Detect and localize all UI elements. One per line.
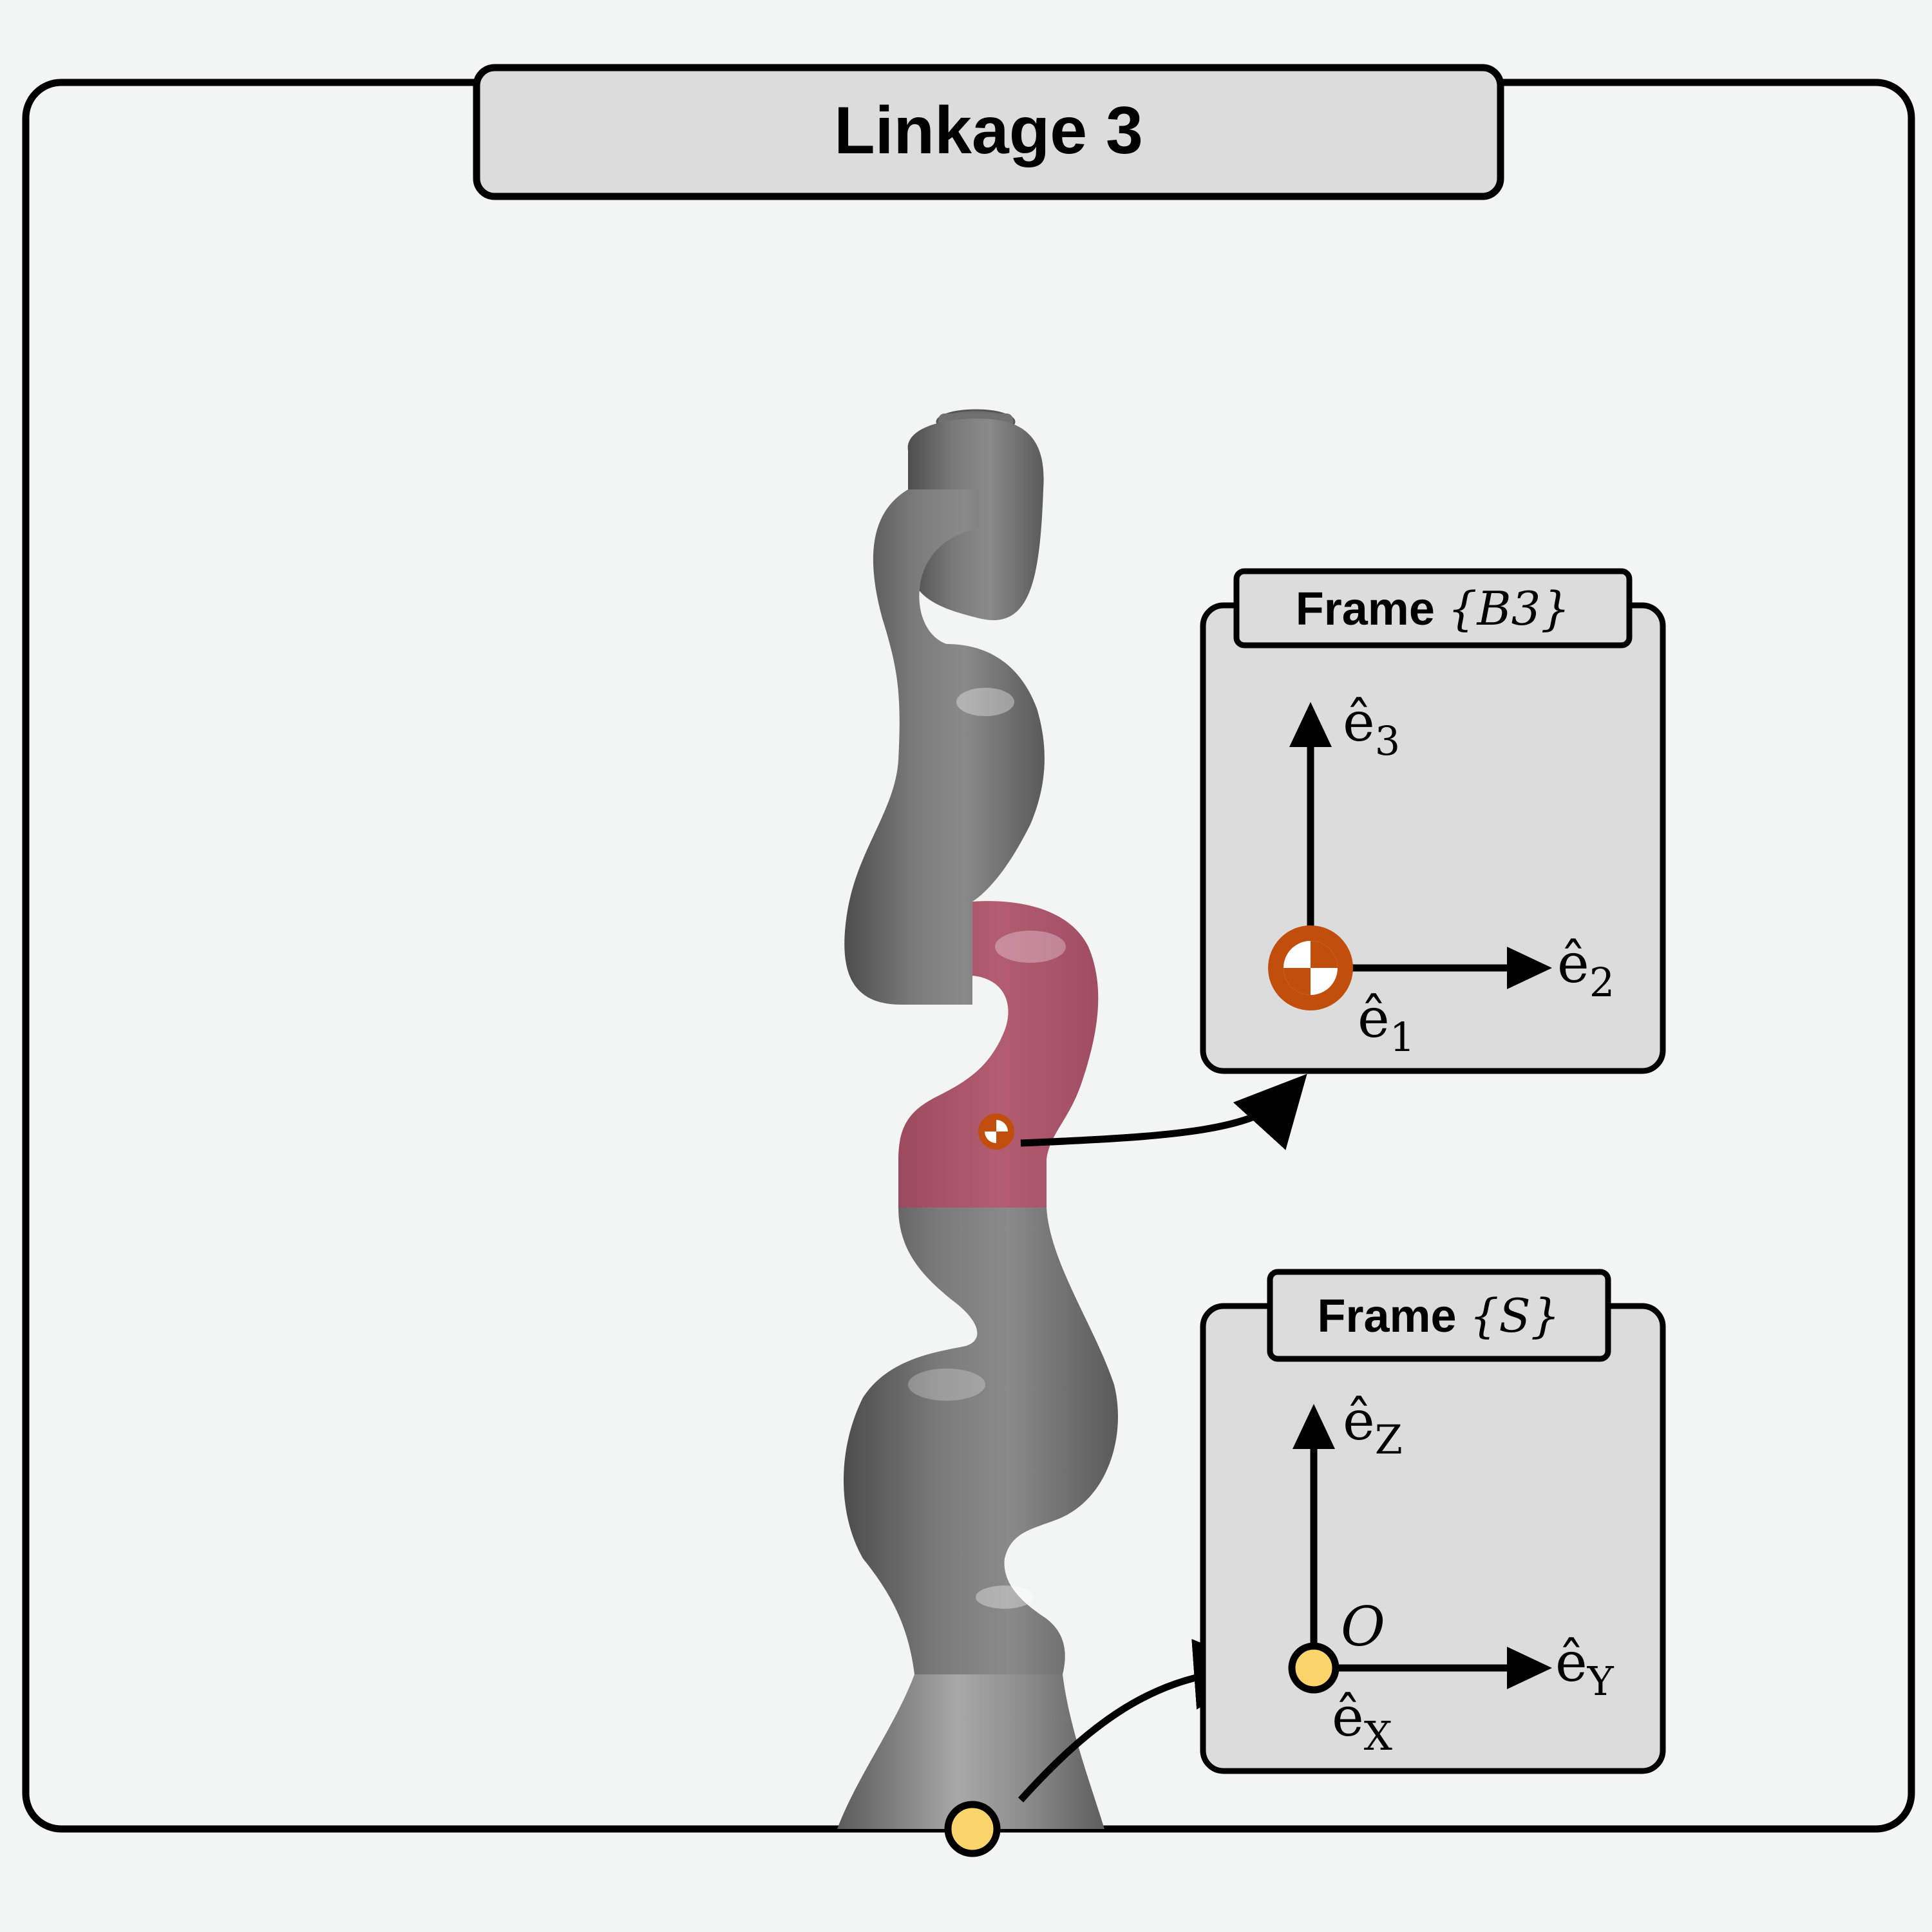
com-callout-arrow: [1020, 1074, 1307, 1150]
axis-ey-label: êY: [1555, 1631, 1615, 1705]
frame-center-of-mass-icon: [1268, 925, 1353, 1010]
center-of-mass-icon: [978, 1113, 1014, 1150]
title-box: Linkage 3: [473, 64, 1504, 200]
origin-marker-icon: [944, 1801, 1001, 1857]
axis-e1-label: ê1: [1358, 987, 1415, 1061]
origin-label: O: [1341, 1595, 1385, 1658]
frame-b3-heading: Frame {B3}: [1296, 582, 1570, 636]
axis-e2-label: ê2: [1557, 932, 1615, 1006]
frame-b3-panel: Frame {B3} ê3 ê2 ê1: [1200, 568, 1666, 1074]
axis-e3-label: ê3: [1343, 690, 1400, 764]
axis-ex-label: êX: [1332, 1685, 1392, 1759]
frame-s-heading: Frame {S}: [1317, 1289, 1560, 1343]
frame-origin-icon: [1288, 1642, 1340, 1694]
title-text: Linkage 3: [834, 93, 1143, 168]
linkage-3-highlight: [898, 901, 1099, 1208]
axis-ez-label: êZ: [1343, 1389, 1403, 1463]
robot-arm: [837, 409, 1118, 1829]
frame-s-panel: Frame {S} êZ êY êX O: [1200, 1269, 1666, 1774]
